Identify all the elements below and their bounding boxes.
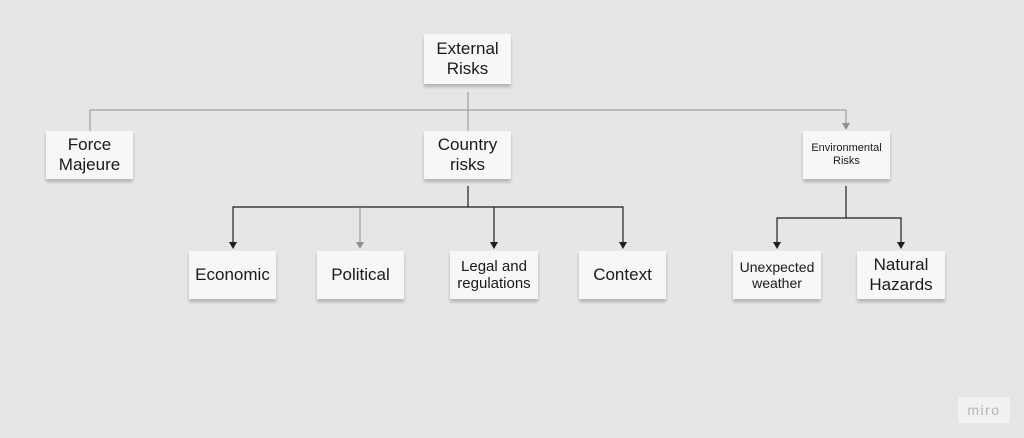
node-label: Economic (195, 265, 270, 285)
node-label: External Risks (436, 39, 499, 78)
node-context[interactable]: Context (579, 251, 666, 299)
node-label: Country risks (437, 135, 498, 174)
connector-external-to-environmental (468, 109, 850, 130)
node-unexpected-weather[interactable]: Unexpected weather (733, 251, 821, 299)
node-country-risks[interactable]: Country risks (424, 131, 511, 179)
connector-country-to-economic (229, 186, 469, 249)
connector-country-to-context (494, 206, 627, 249)
node-natural-hazards[interactable]: Natural Hazards (857, 251, 945, 299)
node-label: Legal and regulations (457, 257, 531, 292)
node-label: Political (331, 265, 390, 285)
node-label: Unexpected weather (739, 258, 815, 291)
node-label: Context (593, 265, 652, 285)
node-label: Natural Hazards (869, 255, 933, 294)
node-economic[interactable]: Economic (189, 251, 276, 299)
connector-environmental-to-hazards (846, 217, 905, 249)
connector-country-to-legal (468, 206, 498, 249)
node-legal-and-regulations[interactable]: Legal and regulations (450, 251, 538, 299)
node-force-majeure[interactable]: Force Majeure (46, 131, 133, 179)
connector-environmental-to-weather (773, 186, 847, 249)
node-environmental-risks[interactable]: Environmental Risks (803, 131, 890, 179)
node-political[interactable]: Political (317, 251, 404, 299)
node-external-risks[interactable]: External Risks (424, 34, 511, 84)
node-label: Environmental Risks (811, 142, 882, 167)
miro-watermark: miro (958, 397, 1010, 423)
connector-external-to-force-majeure (89, 92, 469, 131)
node-label: Force Majeure (58, 135, 121, 174)
